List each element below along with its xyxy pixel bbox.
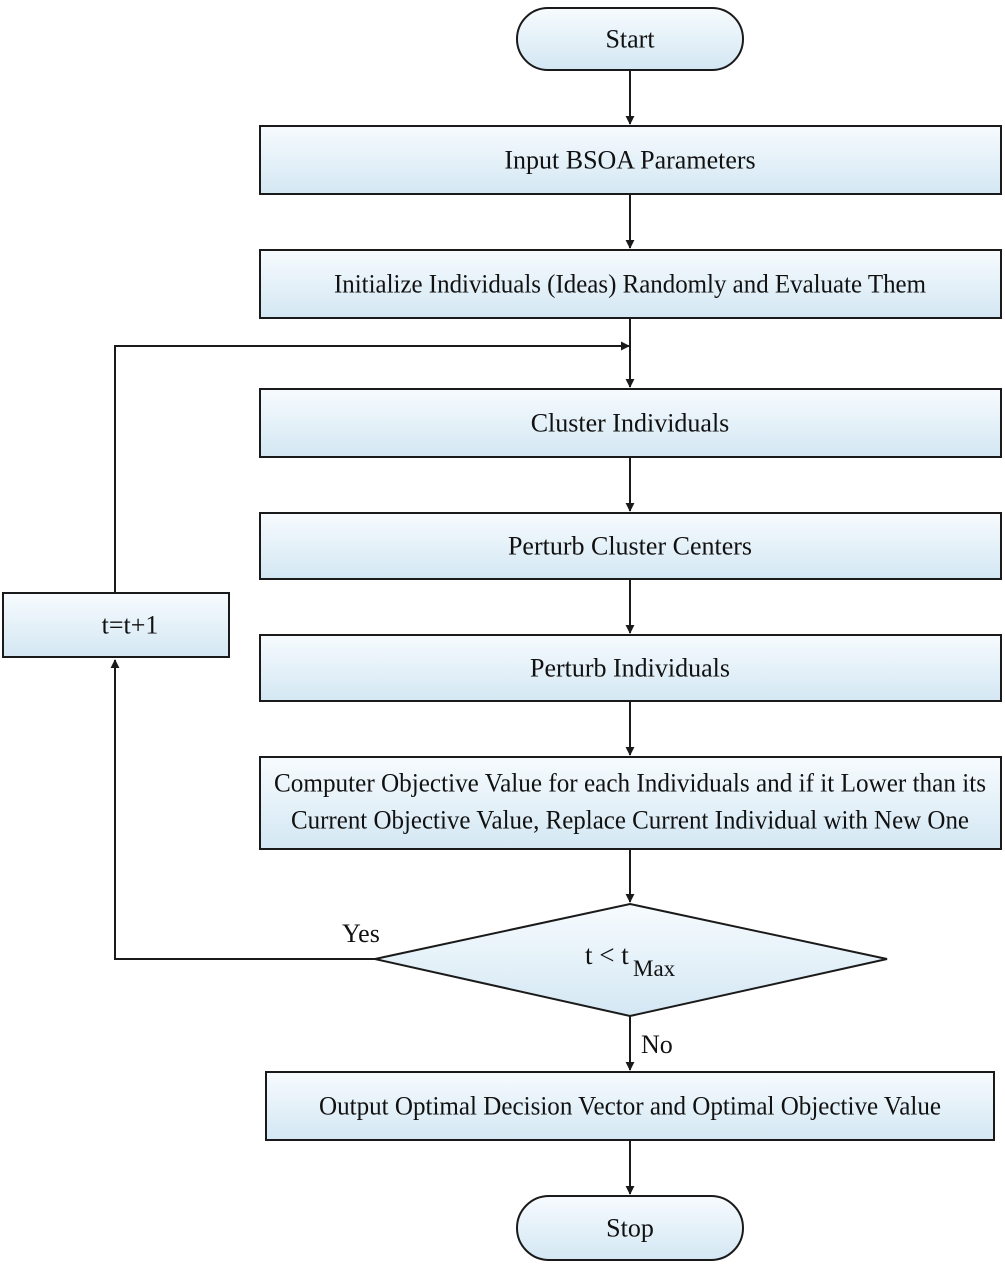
cluster-box [259, 388, 1002, 458]
edge-label-no: No [641, 1030, 673, 1059]
output-label: Output Optimal Decision Vector and Optim… [319, 1092, 941, 1121]
perturb-individuals-label: Perturb Individuals [530, 654, 730, 683]
decision-label-subscript: Max [633, 956, 676, 981]
cluster-label: Cluster Individuals [531, 409, 730, 438]
start-terminator [516, 7, 744, 71]
perturb-centers-box [259, 512, 1002, 580]
input-params-box [259, 125, 1002, 195]
stop-terminator [516, 1195, 744, 1261]
start-label: Start [605, 25, 655, 54]
initialize-box [259, 249, 1002, 319]
arrow-decision-yes-to-increment [110, 659, 375, 960]
arrow-increment-loop-back [114, 341, 630, 593]
compute-label-line2: Current Objective Value, Replace Current… [291, 806, 969, 835]
decision-label: t < t Max [585, 940, 676, 981]
increment-box [2, 592, 230, 658]
shapes [2, 7, 1002, 1261]
perturb-centers-label: Perturb Cluster Centers [508, 532, 752, 561]
compute-label-line1: Computer Objective Value for each Indivi… [274, 769, 986, 798]
compute-objective-box [259, 756, 1002, 850]
increment-label: t=t+1 [102, 611, 159, 640]
initialize-label: Initialize Individuals (Ideas) Randomly … [334, 270, 926, 299]
edge-label-yes: Yes [342, 919, 380, 948]
connectors [110, 70, 635, 1195]
decision-diamond [374, 902, 888, 1018]
input-params-label: Input BSOA Parameters [504, 146, 755, 175]
decision-label-main: t < t [585, 940, 629, 970]
perturb-individuals-box [259, 634, 1002, 702]
output-box [265, 1071, 995, 1141]
stop-label: Stop [606, 1214, 654, 1243]
